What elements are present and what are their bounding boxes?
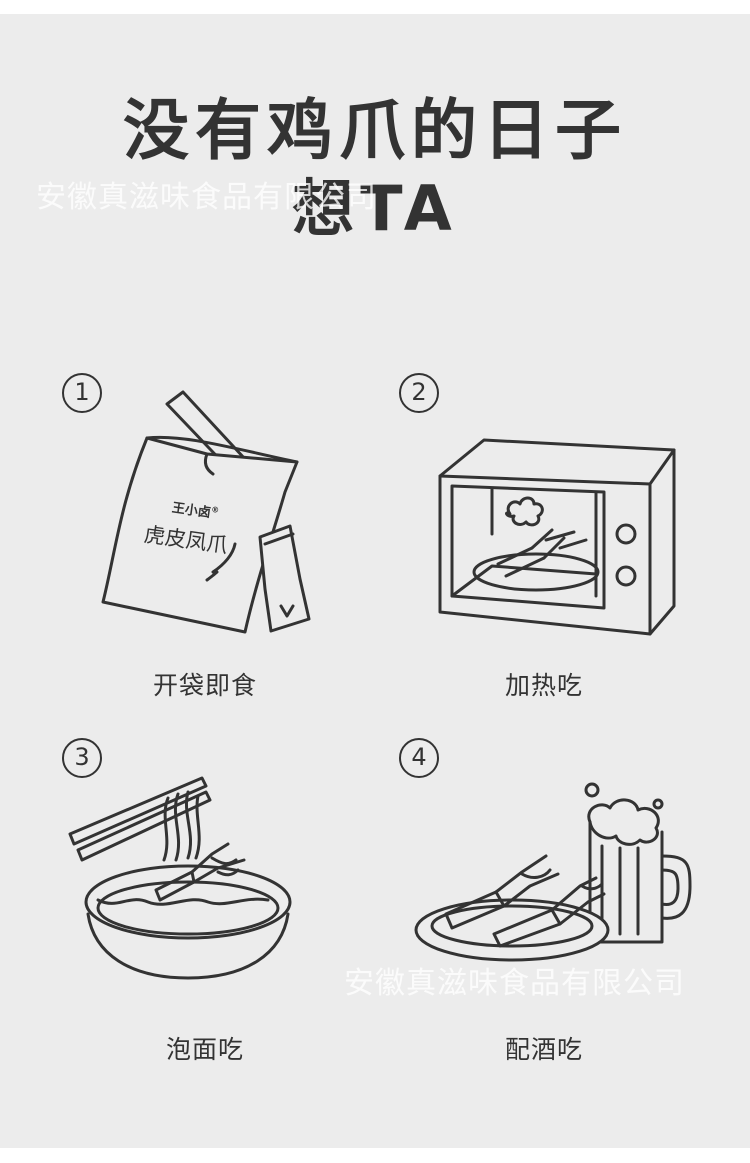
headline-line2: 想TA bbox=[292, 172, 458, 245]
step-4-label: 配酒吃 bbox=[504, 1035, 583, 1064]
step-1-number: 1 bbox=[62, 373, 102, 413]
step-3-number: 3 bbox=[62, 738, 102, 778]
step-3-label: 泡面吃 bbox=[165, 1035, 244, 1064]
step-2-number: 2 bbox=[399, 373, 439, 413]
noodle-bowl-icon bbox=[68, 774, 308, 986]
step-1-label: 开袋即食 bbox=[152, 671, 257, 700]
beer-and-plate-icon bbox=[412, 774, 692, 964]
headline-line1: 没有鸡爪的日子 bbox=[123, 92, 627, 169]
watermark-bottom: 安徽真滋味食品有限公司 bbox=[344, 966, 685, 1001]
content-panel: 没有鸡爪的日子 想TA 1 王小卤® 虎皮凤爪 开袋即食 2 加热吃 bbox=[0, 14, 750, 1148]
snack-bag-icon bbox=[95, 374, 325, 636]
step-2-label: 加热吃 bbox=[504, 671, 583, 700]
step-4-number: 4 bbox=[399, 738, 439, 778]
microwave-icon bbox=[436, 436, 680, 636]
watermark-top: 安徽真滋味食品有限公司 bbox=[36, 180, 377, 215]
